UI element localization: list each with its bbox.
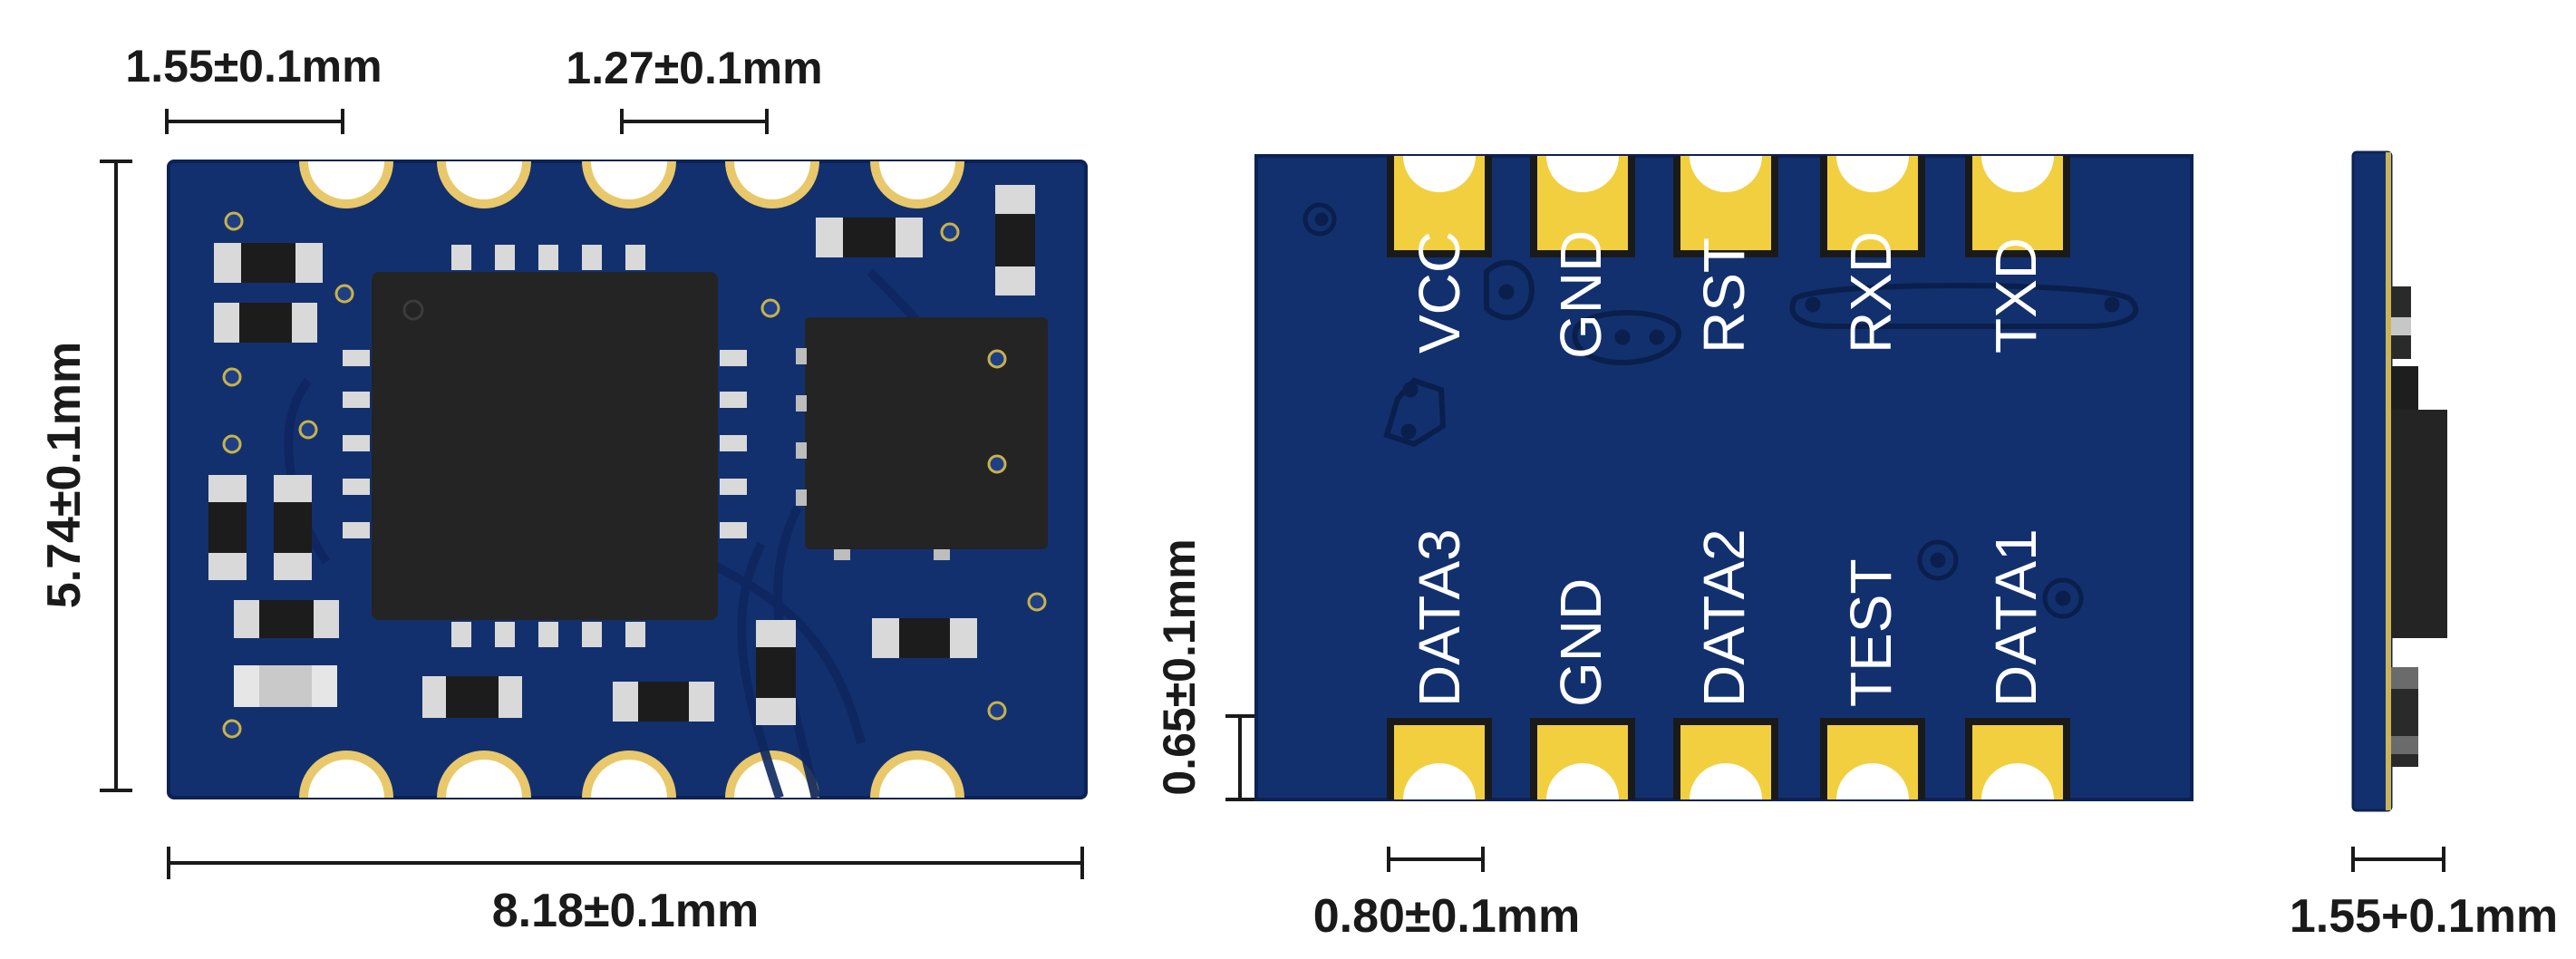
pad-width-label: 0.80±0.1mm bbox=[1313, 890, 1581, 943]
pcb-side-edge bbox=[2351, 150, 2393, 812]
castellated-holes-bottom bbox=[299, 751, 964, 798]
dimension-pad-width: 0.80±0.1mm bbox=[1313, 847, 1581, 943]
bottom-traces bbox=[1383, 259, 2139, 448]
pin-labels-top: VCC GND RST RXD TXD bbox=[1407, 230, 2048, 359]
top-view bbox=[167, 160, 1088, 799]
pin-pitch-label: 1.27±0.1mm bbox=[566, 43, 822, 93]
pcb-bottom-view bbox=[1254, 154, 2193, 801]
castellated-holes-top bbox=[299, 161, 964, 208]
vias bbox=[222, 211, 1047, 739]
dimension-pad-height: 0.65±0.1mm bbox=[1154, 538, 1254, 801]
main-chip bbox=[343, 245, 747, 647]
pad-height-label: 0.65±0.1mm bbox=[1154, 538, 1205, 795]
secondary-chip bbox=[796, 317, 1048, 560]
dimension-height: 5.74±0.1mm bbox=[38, 160, 132, 792]
pin-width-label: 1.55±0.1mm bbox=[125, 41, 382, 92]
pin-label-gnd-top: GND bbox=[1548, 230, 1613, 359]
pin-label-data3: DATA3 bbox=[1407, 528, 1472, 707]
dimension-thickness: 1.55+0.1mm bbox=[2290, 847, 2558, 943]
thickness-label: 1.55+0.1mm bbox=[2290, 890, 2558, 943]
dimension-pin-width: 1.55±0.1mm bbox=[125, 41, 383, 134]
pin-label-gnd-bottom: GND bbox=[1548, 578, 1613, 707]
pin-labels-bottom: DATA3 GND DATA2 TEST DATA1 bbox=[1407, 528, 2048, 707]
pads-bottom bbox=[1387, 718, 2070, 799]
side-chip bbox=[2391, 366, 2418, 410]
pin-label-rxd: RXD bbox=[1838, 231, 1903, 354]
pin-label-data1: DATA1 bbox=[1983, 528, 2048, 707]
pin-label-data2: DATA2 bbox=[1691, 528, 1757, 707]
bottom-vias bbox=[1303, 202, 2120, 619]
dimension-width: 8.18±0.1mm bbox=[167, 847, 1084, 937]
width-label: 8.18±0.1mm bbox=[492, 885, 760, 937]
pin-label-rst: RST bbox=[1691, 237, 1757, 354]
pin-label-txd: TXD bbox=[1983, 237, 2048, 354]
bottom-view: VCC GND RST RXD TXD DATA3 GND DATA2 TEST… bbox=[1254, 154, 2193, 801]
height-label: 5.74±0.1mm bbox=[38, 342, 91, 609]
side-view bbox=[2351, 150, 2447, 812]
pin-label-test: TEST bbox=[1838, 558, 1903, 707]
pads-top bbox=[1387, 156, 2070, 257]
side-chip-body bbox=[2391, 410, 2447, 638]
dimension-pin-pitch: 1.27±0.1mm bbox=[566, 43, 823, 134]
pin-label-vcc: VCC bbox=[1407, 231, 1472, 354]
smd-components bbox=[208, 185, 1035, 725]
